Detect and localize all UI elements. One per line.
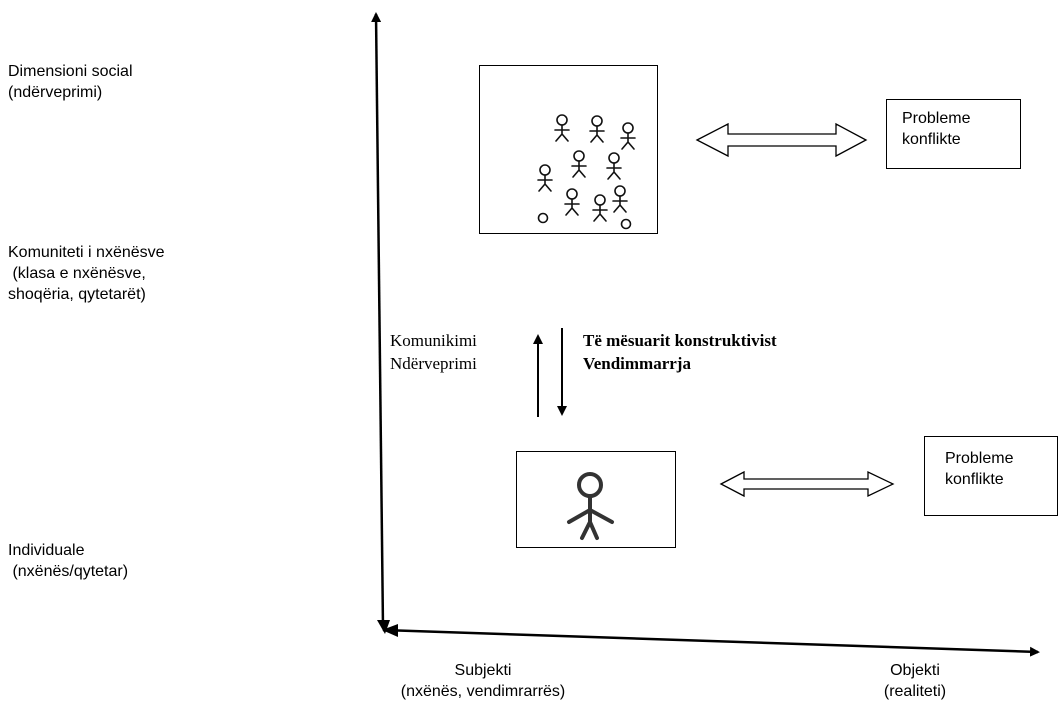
label-learner-community: Komuniteti i nxënësve (klasa e nxënësve,… bbox=[8, 244, 165, 303]
label-object: Objekti (realiteti) bbox=[883, 662, 947, 700]
x-axis bbox=[382, 628, 1040, 657]
origin-arrowhead-down bbox=[377, 620, 390, 634]
problems-conflicts-box-bottom: Probleme konflikte bbox=[924, 436, 1058, 516]
double-arrow-bottom bbox=[719, 470, 895, 498]
label-constructivist-learning: Të mësuarit konstruktivist bbox=[583, 331, 777, 350]
problems-conflicts-text-bottom: Probleme konflikte bbox=[945, 450, 1014, 488]
person-icon bbox=[567, 472, 614, 540]
origin-arrowhead-left bbox=[382, 624, 398, 637]
problems-conflicts-box-top: Probleme konflikte bbox=[886, 99, 1021, 169]
label-social-dimension: Dimensioni social (ndërveprimi) bbox=[8, 63, 133, 101]
y-axis bbox=[371, 12, 385, 629]
problems-conflicts-text-top: Probleme konflikte bbox=[902, 110, 971, 148]
individual-person-image bbox=[516, 451, 676, 548]
label-individual: Individuale (nxënës/qytetar) bbox=[8, 542, 129, 580]
label-subject: Subjekti (nxënës, vendimrarrës) bbox=[400, 662, 566, 700]
label-communication-interaction: Komunikimi Ndërveprimi bbox=[390, 331, 477, 373]
double-arrow-top bbox=[695, 122, 868, 158]
group-people-image bbox=[479, 65, 658, 234]
group-people-icon bbox=[537, 114, 636, 230]
label-decision-making: Vendimmarrja bbox=[583, 354, 691, 373]
